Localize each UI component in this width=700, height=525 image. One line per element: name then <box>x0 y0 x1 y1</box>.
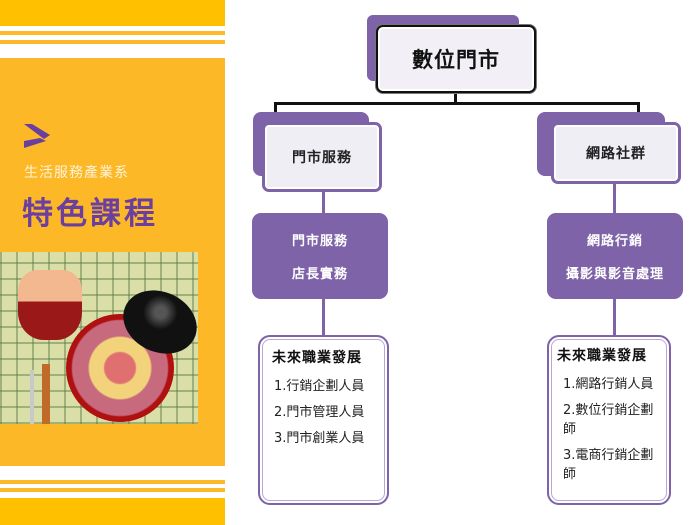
top-band <box>0 0 225 26</box>
department-name: 生活服務產業系 <box>24 165 129 181</box>
bottom-stripe <box>0 480 225 484</box>
root-node: 數位門市 <box>376 25 536 93</box>
connector-left-l2-l3 <box>322 192 325 214</box>
careers-box-store-service: 未來職業發展 1.行銷企劃人員 2.門市管理人員 3.門市創業人員 <box>258 335 389 505</box>
branch-label: 門市服務 <box>292 150 352 166</box>
top-stripe <box>0 40 225 44</box>
chopsticks <box>42 364 50 424</box>
branch-node-store-service: 門市服務 <box>262 122 382 192</box>
food-photo <box>0 252 198 424</box>
page-title: 特色課程 <box>22 196 158 232</box>
branch-node-online-community: 網路社群 <box>551 122 681 184</box>
careers-box-online-community: 未來職業發展 1.網路行銷人員 2.數位行銷企劃師 3.電商行銷企劃師 <box>547 335 671 505</box>
fork <box>30 370 34 424</box>
top-stripe <box>0 31 225 35</box>
career-item: 3.電商行銷企劃師 <box>563 448 654 482</box>
connector-root <box>454 92 457 104</box>
connector-left <box>274 102 277 114</box>
career-item: 2.數位行銷企劃師 <box>563 403 654 437</box>
course-item: 攝影與影音處理 <box>565 267 664 282</box>
career-item: 1.網路行銷人員 <box>563 377 654 392</box>
root-label: 數位門市 <box>412 48 500 72</box>
career-item: 3.門市創業人員 <box>274 431 365 446</box>
course-item: 門市服務 <box>291 234 348 249</box>
careers-heading: 未來職業發展 <box>557 348 647 364</box>
courses-box-store-service: 門市服務 店長實務 <box>252 213 388 299</box>
connector-right-l2-l3 <box>613 182 616 214</box>
fruit-cup <box>18 270 82 340</box>
course-item: 網路行銷 <box>586 234 643 249</box>
bottom-stripe <box>0 488 225 492</box>
branch-label: 網路社群 <box>586 146 646 162</box>
courses-box-online-community: 網路行銷 攝影與影音處理 <box>547 213 683 299</box>
left-panel: 生活服務產業系 特色課程 <box>0 0 225 525</box>
connector-right <box>637 102 640 114</box>
career-item: 1.行銷企劃人員 <box>274 379 365 394</box>
connector-horizontal <box>274 102 640 105</box>
chevron-icon <box>24 124 50 148</box>
career-item: 2.門市管理人員 <box>274 405 365 420</box>
bottom-band <box>0 498 225 525</box>
connector-left-l3-l4 <box>322 298 325 336</box>
course-item: 店長實務 <box>291 267 348 282</box>
careers-heading: 未來職業發展 <box>272 350 362 366</box>
connector-right-l3-l4 <box>613 298 616 336</box>
